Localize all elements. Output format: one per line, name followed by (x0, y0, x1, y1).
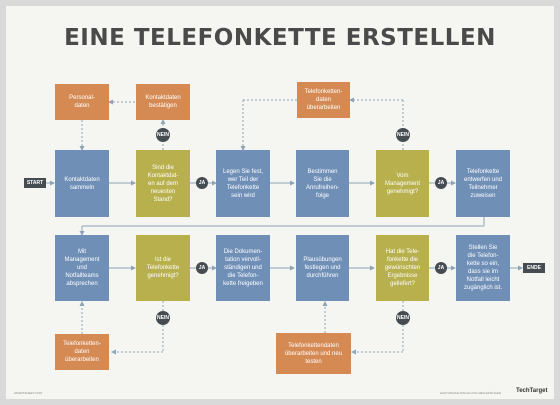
define-participants-box: Legen Sie fest, wer Teil der Telefonkett… (216, 150, 270, 217)
yes-badge: JA (196, 177, 208, 189)
personal-data-box: Personal- daten (55, 84, 109, 120)
end-tag: ENDE (523, 263, 545, 273)
consult-management-box: Mit Management und Notfallteams absprech… (55, 235, 109, 301)
revise-chain-data-box-bottom: Telefonketten- daten überarbeiten (55, 334, 109, 370)
collect-contact-data-box: Kontaktdaten sammeln (55, 150, 109, 217)
footer-right: HAFTUNGSAUSSCHLUSS HIER EINFÜGEN (440, 391, 502, 395)
start-tag: START (24, 178, 46, 188)
make-accessible-box: Stellen Sie die Telefon- kette so ein, d… (456, 235, 510, 301)
results-delivered-decision: Hat die Tele- fonkette die gewünschten E… (376, 235, 429, 301)
no-badge: NEIN (396, 128, 410, 142)
design-chain-box: Telefonkette entwerfen und Teilnehmer zu… (456, 150, 510, 217)
yes-badge: JA (196, 262, 208, 274)
yes-badge: JA (435, 262, 447, 274)
techtarget-logo: TechTarget (516, 388, 548, 394)
no-badge: NEIN (396, 311, 410, 325)
no-badge: NEIN (156, 311, 170, 325)
data-up-to-date-decision: Sind die Kontaktdat- en auf dem neuesten… (136, 150, 190, 217)
management-approved-decision: Vom Management genehmigt? (376, 150, 429, 217)
confirm-contact-data-box: Kontaktdaten bestätigen (136, 84, 190, 120)
yes-badge: JA (435, 177, 447, 189)
no-badge: NEIN (156, 128, 170, 142)
footer-left: SMARTSHEET.COM (14, 391, 42, 395)
revise-and-retest-box: Telefonkettendaten überarbeiten und neu … (276, 333, 351, 374)
complete-documentation-box: Die Dokumen- tation vervoll- ständigen u… (216, 235, 270, 301)
page-title: EINE TELEFONKETTE ERSTELLEN (64, 25, 496, 51)
exercises-box: Plausübungen festlegen und durchführen (296, 235, 349, 301)
call-order-box: Bestimmen Sie die Anrufreihen- folge (296, 150, 349, 217)
chain-approved-decision: Ist die Telefonkette genehmigt? (136, 235, 190, 301)
revise-chain-data-box-top: Telefonketten- daten überarbeiten (297, 82, 350, 118)
